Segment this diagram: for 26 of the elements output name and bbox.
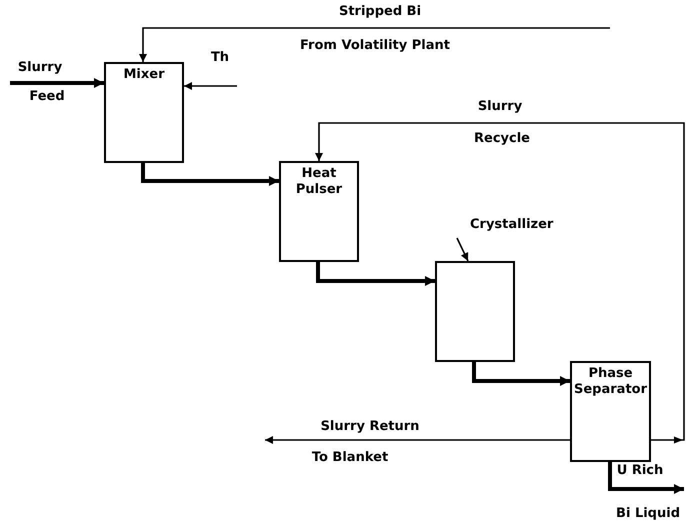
process-box: Heat Pulser <box>279 161 359 262</box>
flow-arrow <box>472 362 570 386</box>
stream-label: From Volatility Plant <box>300 38 450 53</box>
stream-label: U Rich <box>616 463 664 478</box>
stream-label: Feed <box>29 89 65 104</box>
stream-label: To Blanket <box>312 450 388 465</box>
flow-arrow <box>315 122 685 444</box>
stream-label: Stripped Bi <box>338 4 422 19</box>
flow-arrow <box>184 82 237 90</box>
flow-arrow <box>139 27 610 62</box>
flow-arrow <box>316 262 435 286</box>
flow-arrow <box>608 462 684 494</box>
stream-label: Slurry <box>478 99 522 114</box>
part-label: Crystallizer <box>470 217 554 232</box>
stream-label: Bi Liquid <box>616 506 680 521</box>
stream-label: Slurry <box>18 60 62 75</box>
flow-arrow <box>10 78 104 88</box>
process-box: Mixer <box>104 62 184 163</box>
stream-label: Th <box>210 50 230 65</box>
process-box <box>435 261 515 362</box>
leader-line <box>456 238 469 262</box>
flow-arrow <box>265 436 570 444</box>
stream-label: Recycle <box>474 131 530 146</box>
stream-label: Slurry Return <box>320 419 420 434</box>
flow-arrow <box>141 163 279 186</box>
process-box: Phase Separator <box>570 361 651 462</box>
